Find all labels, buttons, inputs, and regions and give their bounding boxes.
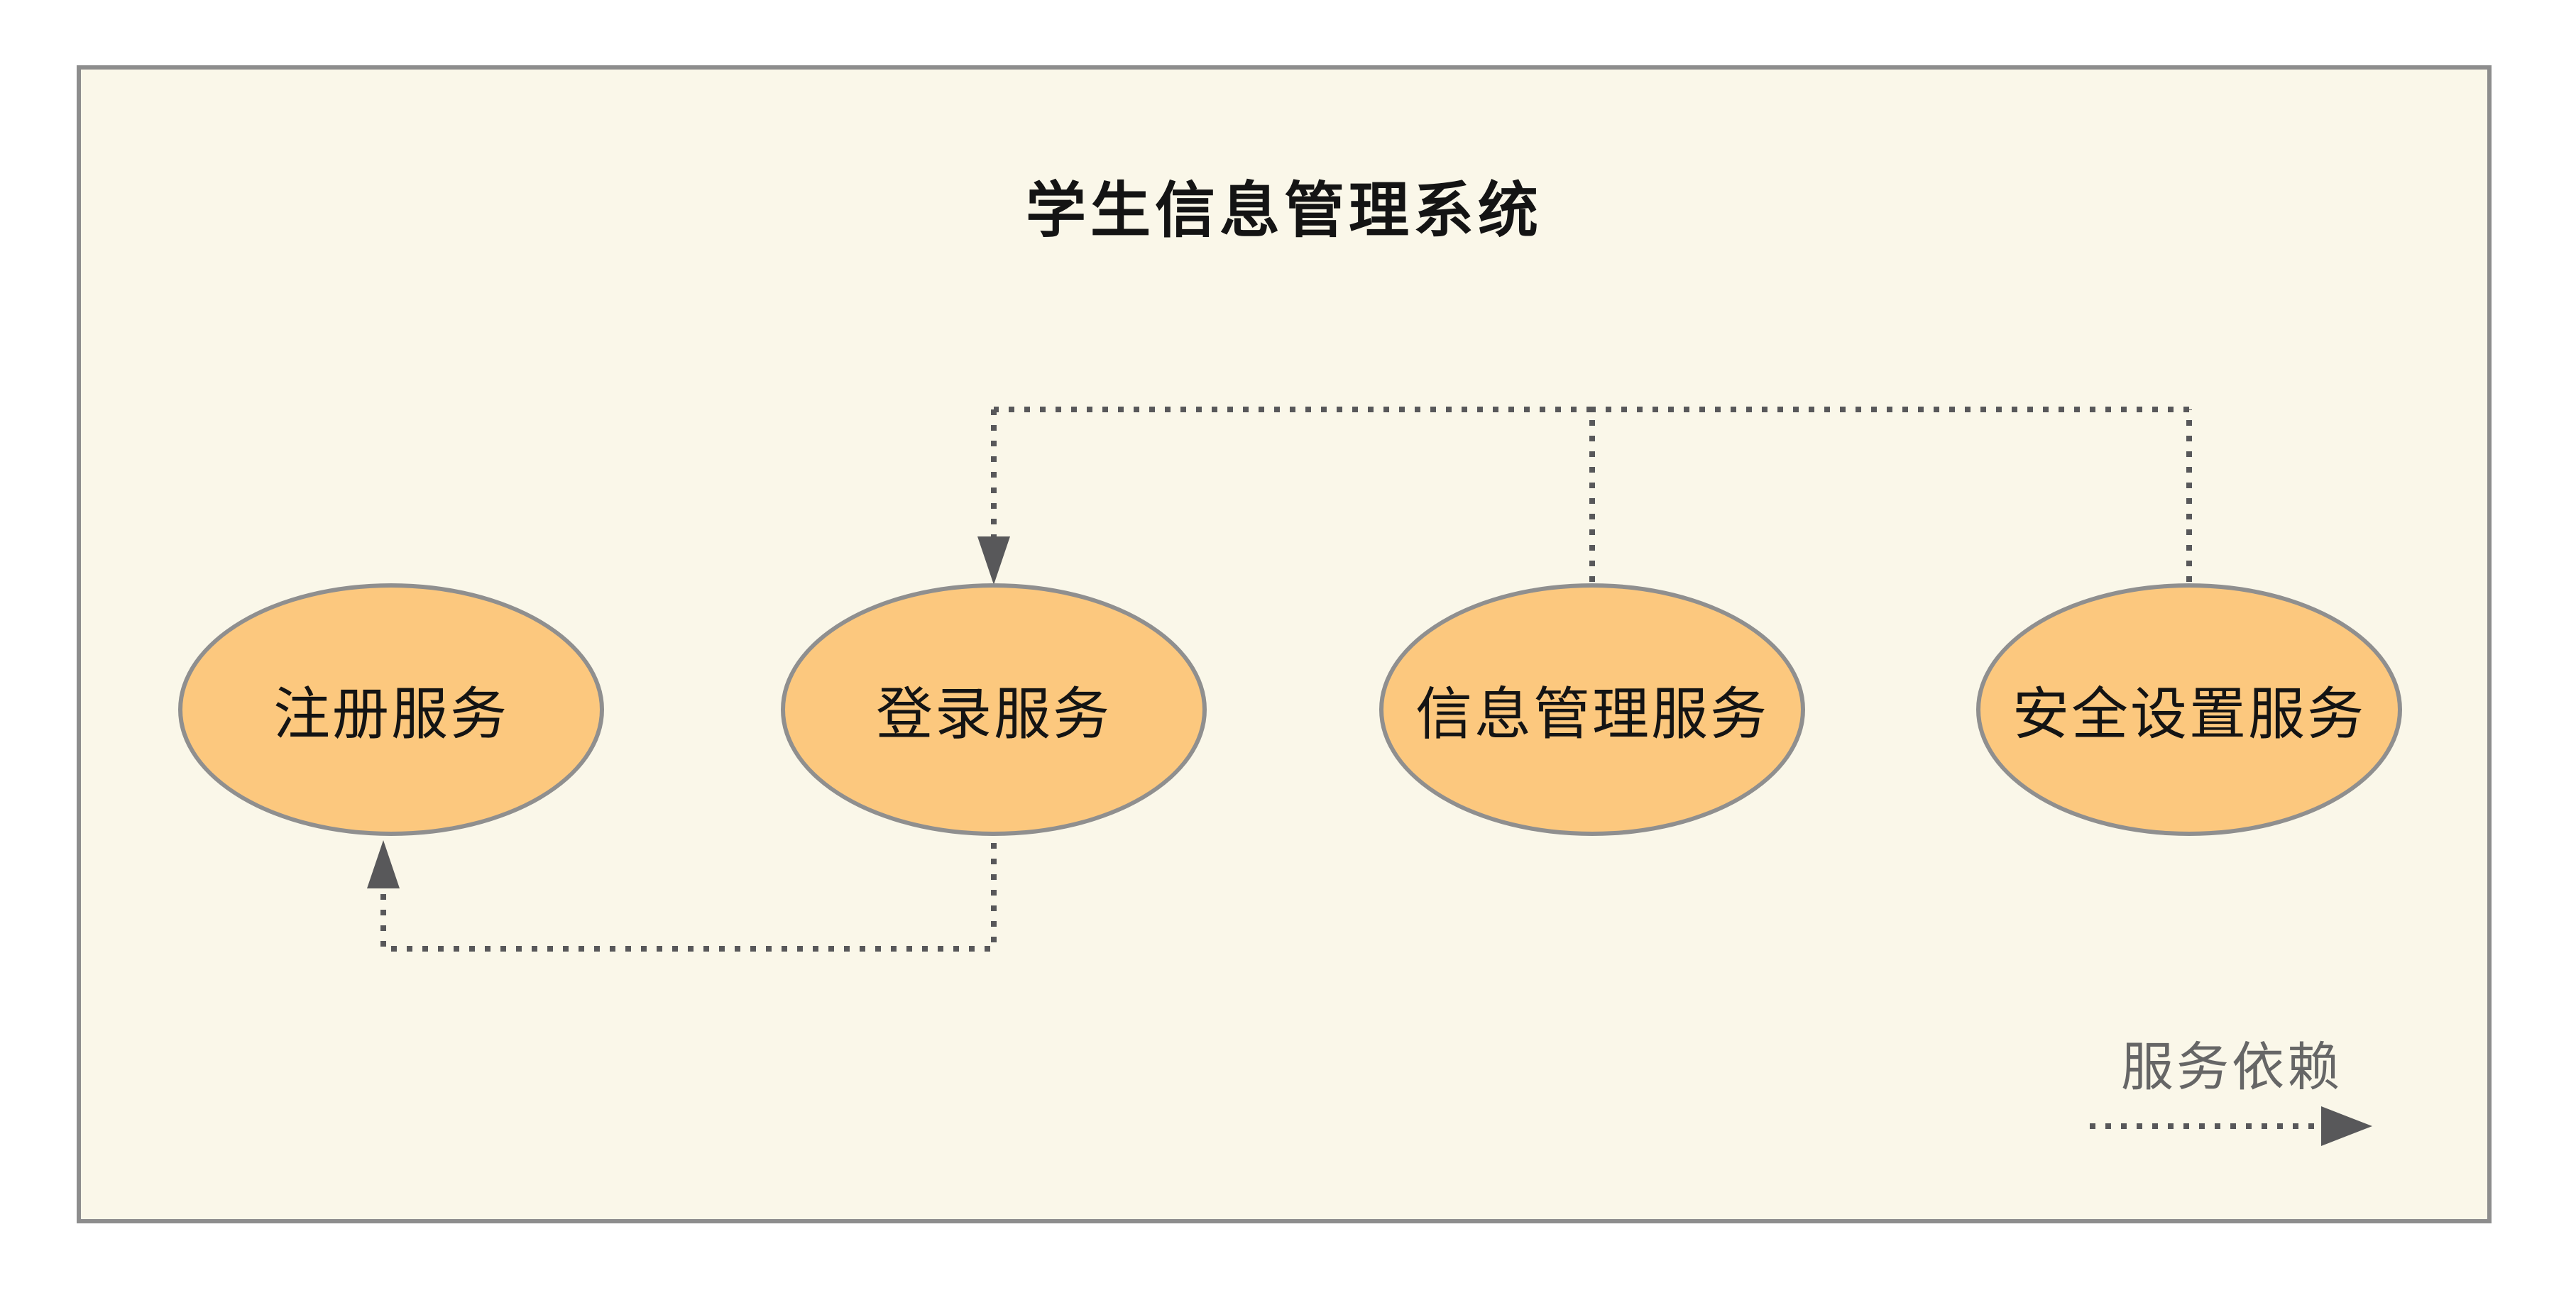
legend-label: 服务依赖: [2121, 1037, 2342, 1096]
node-register-service-label: 注册服务: [273, 683, 509, 746]
arrow-right-icon: [2321, 1106, 2372, 1146]
arrow-down-icon: [977, 536, 1010, 585]
node-info-management-service-label: 信息管理服务: [1415, 683, 1769, 746]
node-security-settings-service: 安全设置服务: [1976, 583, 2402, 836]
node-security-settings-service-label: 安全设置服务: [2012, 683, 2366, 746]
diagram-canvas: 学生信息管理系统 注册服务 登录服务: [77, 65, 2492, 1223]
edge-security-to-login: [1592, 407, 2192, 582]
node-register-service: 注册服务: [178, 583, 604, 836]
edge-info-to-login: [994, 407, 1595, 582]
arrow-up-icon: [367, 840, 400, 888]
edge-login-to-register: [367, 840, 997, 952]
legend-arrow: [2090, 1106, 2372, 1146]
edge-arrow-into-login: [977, 409, 1010, 585]
diagram-title: 学生信息管理系统: [1025, 177, 1542, 245]
node-login-service-label: 登录服务: [876, 683, 1112, 746]
node-info-management-service: 信息管理服务: [1379, 583, 1805, 836]
node-login-service: 登录服务: [781, 583, 1207, 836]
